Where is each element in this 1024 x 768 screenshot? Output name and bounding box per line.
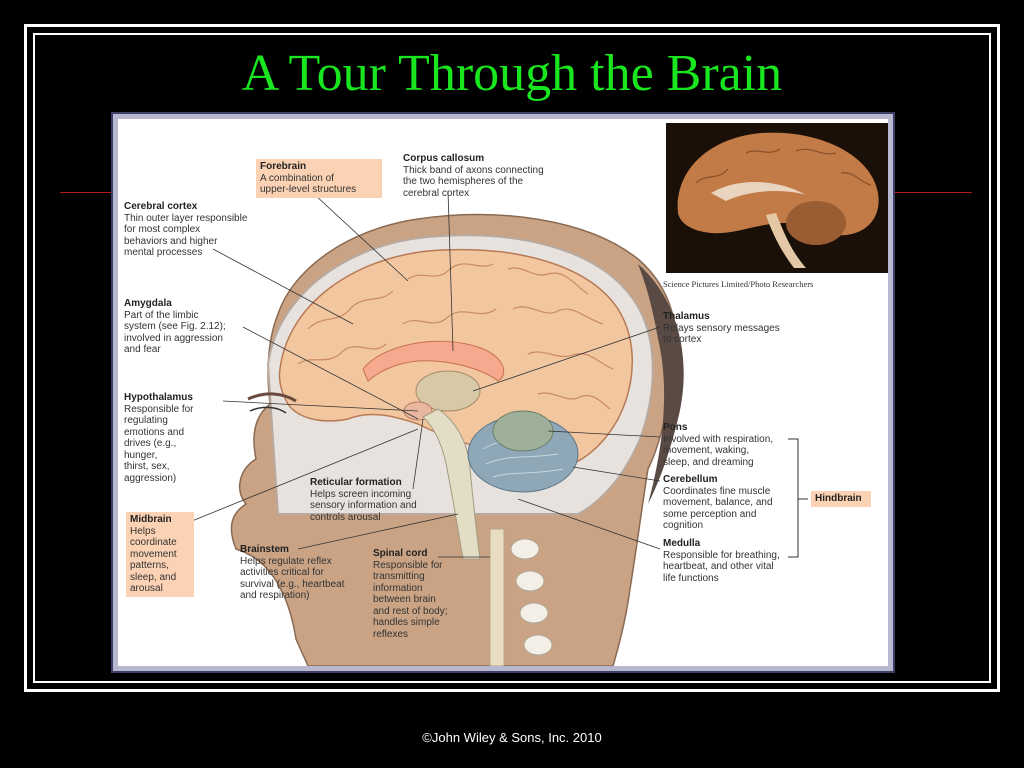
label-corpus-callosum: Corpus callosum Thick band of axons conn… [403,153,583,199]
label-hypothalamus: Hypothalamus Responsible for regulating … [124,392,224,484]
pons [492,410,554,452]
forebrain-heading: Forebrain [260,161,307,172]
spinal-cord-heading: Spinal cord [373,548,428,559]
hypothalamus-heading: Hypothalamus [124,392,193,403]
thalamus-desc: Relays sensory messages to cortex [663,322,780,346]
right-red-rule [894,192,972,193]
thalamus [415,370,481,412]
label-hindbrain: Hindbrain [811,491,871,507]
label-amygdala: Amygdala Part of the limbic system (see … [124,298,254,356]
spinal-cord [489,528,505,666]
medulla-heading: Medulla [663,538,701,549]
label-forebrain: Forebrain A combination of upper-level s… [256,159,382,198]
hair-back [638,264,684,504]
vertebrae [510,538,553,656]
brainstem-desc: Helps regulate reflex activities critica… [240,555,345,602]
reticular-formation-heading: Reticular formation [310,477,402,488]
corpus-callosum-desc: Thick band of axons connecting the two h… [403,164,544,199]
pons-desc: Involved with respiration, movement, wak… [663,433,774,468]
cerebral-cortex-heading: Cerebral cortex [124,201,198,212]
medulla-desc: Responsible for breathing, heartbeat, an… [663,549,780,584]
brainstem [422,408,481,560]
label-brainstem: Brainstem Helps regulate reflex activiti… [240,544,365,602]
hindbrain-bracket [788,438,808,558]
face-eye [249,406,287,414]
brainstem-heading: Brainstem [240,544,289,555]
corpus-callosum [362,340,505,382]
left-red-rule [60,192,112,193]
slide-inner-frame [33,33,991,683]
cerebellum-desc: Coordinates fine muscle movement, balanc… [663,485,773,532]
hypothalamus-desc: Responsible for regulating emotions and … [124,403,194,484]
label-cerebellum: Cerebellum Coordinates fine muscle movem… [663,474,813,532]
label-reticular-formation: Reticular formation Helps screen incomin… [310,477,440,523]
label-midbrain: Midbrain Helps coordinate movement patte… [126,512,194,597]
copyright-footer: ©John Wiley & Sons, Inc. 2010 [422,730,602,745]
midbrain-desc: Helps coordinate movement patterns, slee… [130,525,177,595]
amygdala-heading: Amygdala [124,298,172,309]
figure-canvas: Science Pictures Limited/Photo Researche… [118,119,888,666]
label-cerebral-cortex: Cerebral cortex Thin outer layer respons… [124,201,284,259]
brain-photo [666,123,888,273]
slide-title: A Tour Through the Brain [241,45,783,102]
cortex-folds [297,263,614,410]
reticular-formation-desc: Helps screen incoming sensory informatio… [310,488,417,523]
brain-head-illustration [191,190,808,666]
photo-credit: Science Pictures Limited/Photo Researche… [663,279,814,289]
label-thalamus: Thalamus Relays sensory messages to cort… [663,311,813,346]
spinal-cord-desc: Responsible for transmitting information… [373,559,448,640]
cerebral-cortex-desc: Thin outer layer responsible for most co… [124,212,248,259]
amygdala-desc: Part of the limbic system (see Fig. 2.12… [124,309,226,356]
slide-outer-frame [24,24,1000,692]
cerebellum-heading: Cerebellum [663,474,718,485]
forebrain-desc: A combination of upper-level structures [260,172,357,196]
pons-heading: Pons [663,422,688,433]
label-pons: Pons Involved with respiration, movement… [663,422,813,468]
hindbrain-heading: Hindbrain [815,493,862,504]
midbrain-heading: Midbrain [130,514,172,525]
figure-panel: Science Pictures Limited/Photo Researche… [111,112,895,673]
face-brow [247,392,297,403]
thalamus-heading: Thalamus [663,311,710,322]
brain-photo-image [666,123,888,273]
label-spinal-cord: Spinal cord Responsible for transmitting… [373,548,468,640]
corpus-callosum-heading: Corpus callosum [403,153,485,164]
leader-lines [191,190,661,558]
label-medulla: Medulla Responsible for breathing, heart… [663,538,813,584]
